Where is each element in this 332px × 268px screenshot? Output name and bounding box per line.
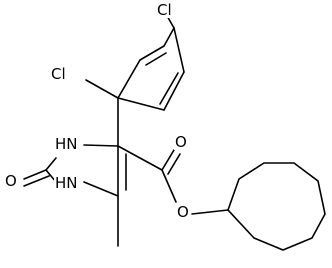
bond-c2-o-a (23, 169, 47, 180)
bond-ar-inner-1 (145, 52, 167, 66)
bond-ar-inner-2 (159, 72, 179, 105)
oxygen-atom-ring-carbonyl: O (5, 172, 17, 190)
bond-ccarbonyl-o-single (161, 169, 177, 203)
nitrogen-atom-lower: HN (55, 174, 78, 192)
bond-ar4-ar5 (173, 27, 185, 73)
bond-ar2-ar3 (139, 45, 165, 61)
atom-labels: Cl Cl HN HN O O O (4, 1, 190, 221)
bond-o-cyclooctyl (191, 209, 229, 215)
oxygen-atom-ester-single: O (177, 203, 189, 221)
nitrogen-atom-upper: HN (55, 135, 78, 153)
oxygen-atom-ester-double: O (175, 133, 187, 151)
bond-ar5-ar6 (163, 71, 185, 111)
chlorine-atom-ortho: Cl (51, 65, 66, 83)
bond-ar-cl-ortho (85, 79, 119, 99)
bond-ar3-ar4 (163, 27, 175, 47)
bonds (23, 13, 326, 251)
bond-ccarbonyl-o-double-b (167, 153, 181, 175)
bond-n3-c2 (45, 157, 57, 171)
bond-ccarbonyl-o-double-a (161, 149, 175, 171)
bond-n1-c6 (83, 181, 119, 197)
cyclooctyl-ring (227, 162, 326, 251)
chlorine-atom-top: Cl (157, 1, 172, 19)
bond-c4-n3 (83, 144, 119, 147)
bond-c2-o-b (23, 175, 50, 187)
bond-c5-ccarbonyl (117, 145, 163, 171)
bond-ar1-ar2 (117, 59, 141, 99)
bond-ar6-ar1 (117, 97, 165, 111)
